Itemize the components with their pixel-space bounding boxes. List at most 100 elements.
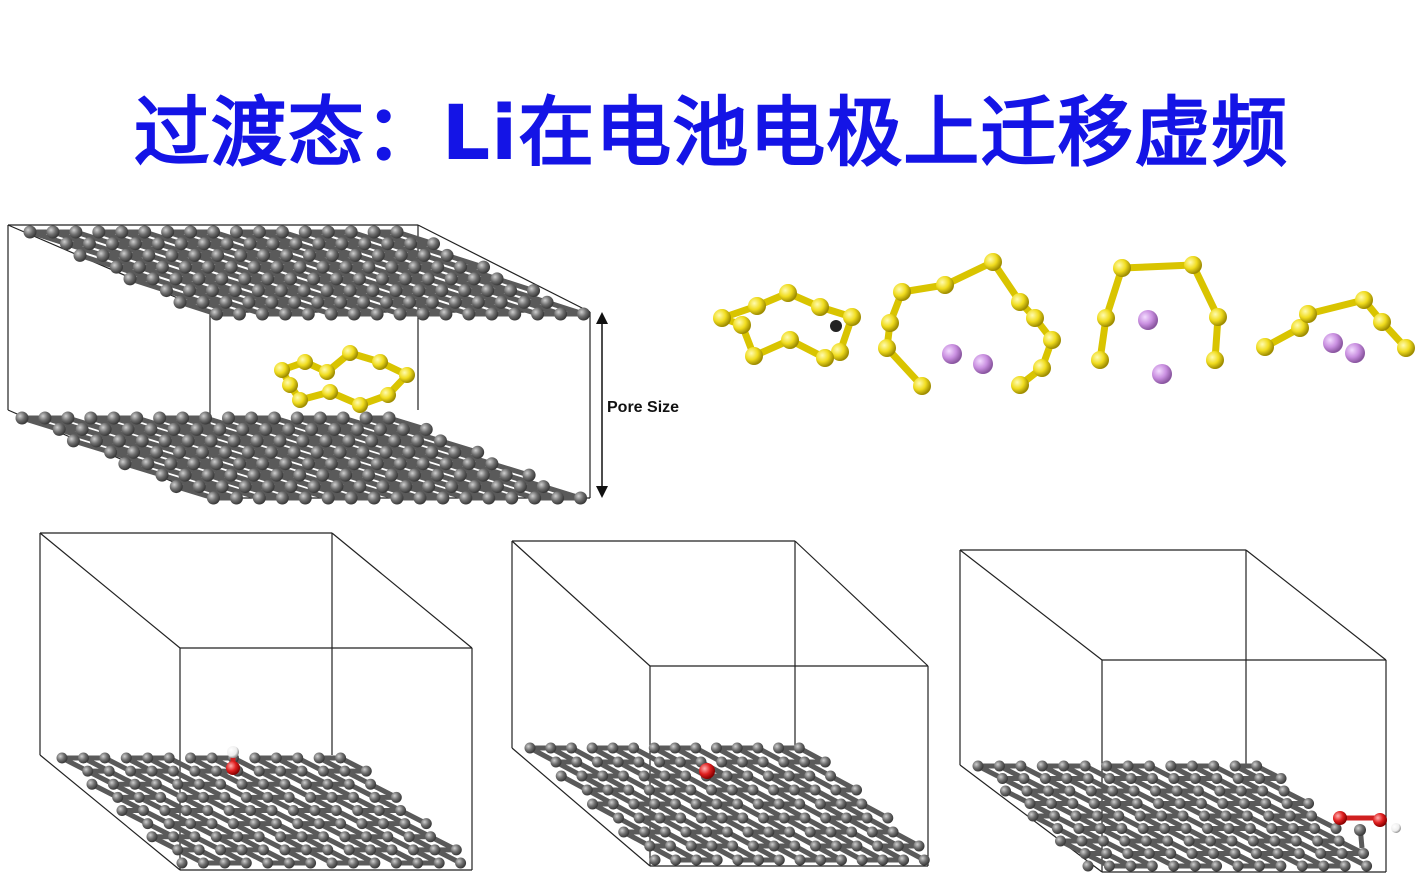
carbon-atom xyxy=(752,742,764,754)
carbon-atom xyxy=(155,260,169,274)
carbon-atom xyxy=(690,742,702,754)
carbon-atom xyxy=(238,480,252,494)
carbon-atom xyxy=(788,784,800,796)
carbon-atom xyxy=(607,798,619,810)
carbon-atom xyxy=(522,468,536,482)
carbon-atom xyxy=(348,248,362,262)
hydrogen-atom xyxy=(1391,823,1401,833)
carbon-atom xyxy=(913,840,925,852)
carbon-atom xyxy=(209,307,223,321)
carbon-atom xyxy=(319,434,333,448)
carbon-atom xyxy=(274,284,288,298)
sulfur-atom xyxy=(713,309,731,327)
back-atom xyxy=(830,320,842,332)
carbon-atom xyxy=(1122,760,1134,772)
carbon-atom xyxy=(221,411,235,425)
carbon-atom xyxy=(732,798,743,810)
carbon-atom xyxy=(82,765,94,777)
carbon-atom xyxy=(540,295,554,309)
carbon-atom xyxy=(517,295,531,309)
carbon-atom xyxy=(477,260,491,274)
carbon-atom xyxy=(617,770,629,782)
sulfur-atom xyxy=(1355,291,1373,309)
carbon-atom xyxy=(1186,760,1198,772)
carbon-atom xyxy=(66,434,80,448)
carbon-atom xyxy=(142,752,154,764)
sulfur-atom xyxy=(816,349,834,367)
carbon-atom xyxy=(690,798,702,810)
carbon-atom xyxy=(133,791,145,803)
carbon-atom xyxy=(360,765,372,777)
carbon-atom xyxy=(524,742,536,754)
carbon-atom xyxy=(445,480,459,494)
carbon-atom xyxy=(830,840,842,852)
sulfur-atom xyxy=(342,345,358,361)
carbon-atom xyxy=(1229,848,1241,859)
carbon-atom xyxy=(1091,810,1103,822)
carbon-atom xyxy=(215,272,229,286)
carbon-atom xyxy=(219,857,231,869)
carbon-atom xyxy=(307,480,321,494)
carbon-atom xyxy=(574,491,588,505)
carbon-atom xyxy=(287,805,299,816)
carbon-atom xyxy=(1293,848,1305,859)
carbon-atom xyxy=(282,422,296,436)
carbon-atom xyxy=(1079,760,1091,772)
carbon-atom xyxy=(412,284,426,298)
carbon-atom xyxy=(321,225,335,239)
carbon-atom xyxy=(413,491,427,505)
carbon-atom xyxy=(425,445,439,459)
carbon-atom xyxy=(1211,773,1223,784)
carbon-atom xyxy=(1284,810,1296,822)
carbon-atom xyxy=(1159,823,1171,834)
carbon-atom xyxy=(1287,823,1299,834)
carbon-atom xyxy=(350,422,364,436)
carbon-atom xyxy=(220,237,234,251)
carbon-atom xyxy=(219,791,231,803)
carbon-atom xyxy=(1309,823,1321,834)
carbon-atom xyxy=(1070,810,1082,822)
carbon-atom xyxy=(1100,848,1112,859)
carbon-atom xyxy=(448,445,462,459)
carbon-atom xyxy=(343,284,357,298)
carbon-atom xyxy=(436,491,450,505)
carbon-atom xyxy=(205,284,219,298)
carbon-atom xyxy=(210,457,224,471)
carbon-atom xyxy=(1048,810,1060,822)
carbon-atom xyxy=(142,248,156,262)
carbon-atom xyxy=(184,225,198,239)
carbon-atom xyxy=(1278,785,1290,797)
carbon-atom xyxy=(872,840,884,852)
carbon-atom xyxy=(654,756,666,768)
carbon-atom xyxy=(344,225,358,239)
graphene-sheet-left xyxy=(56,752,467,869)
carbon-atom xyxy=(347,791,359,803)
carbon-atom xyxy=(275,765,287,777)
carbon-atom xyxy=(244,411,258,425)
carbon-atom xyxy=(224,468,238,482)
carbon-atom xyxy=(459,491,473,505)
carbon-atom xyxy=(232,831,244,843)
carbon-atom xyxy=(270,468,284,482)
carbon-atom xyxy=(1162,835,1174,847)
carbon-atom xyxy=(1303,798,1315,809)
carbon-atom xyxy=(204,434,218,448)
sulfur-atom xyxy=(1291,319,1309,337)
carbon-atom xyxy=(762,770,774,782)
sulfur-atom xyxy=(282,377,298,393)
carbon-atom xyxy=(453,468,467,482)
carbon-atom xyxy=(190,422,204,436)
sulfur-atom xyxy=(811,298,829,316)
carbon-atom xyxy=(369,857,381,869)
carbon-atom xyxy=(342,434,356,448)
carbon-atom xyxy=(1045,798,1057,809)
carbon-atom xyxy=(163,818,175,830)
carbon-atom xyxy=(385,260,399,274)
oxygen-atom xyxy=(1373,813,1387,827)
carbon-atom xyxy=(887,826,899,838)
carbon-atom xyxy=(75,422,89,436)
carbon-atom xyxy=(253,831,265,843)
epoxy-adsorbate-middle xyxy=(699,763,715,779)
carbon-atom xyxy=(223,805,235,816)
li2s6-fragment xyxy=(878,253,1061,395)
